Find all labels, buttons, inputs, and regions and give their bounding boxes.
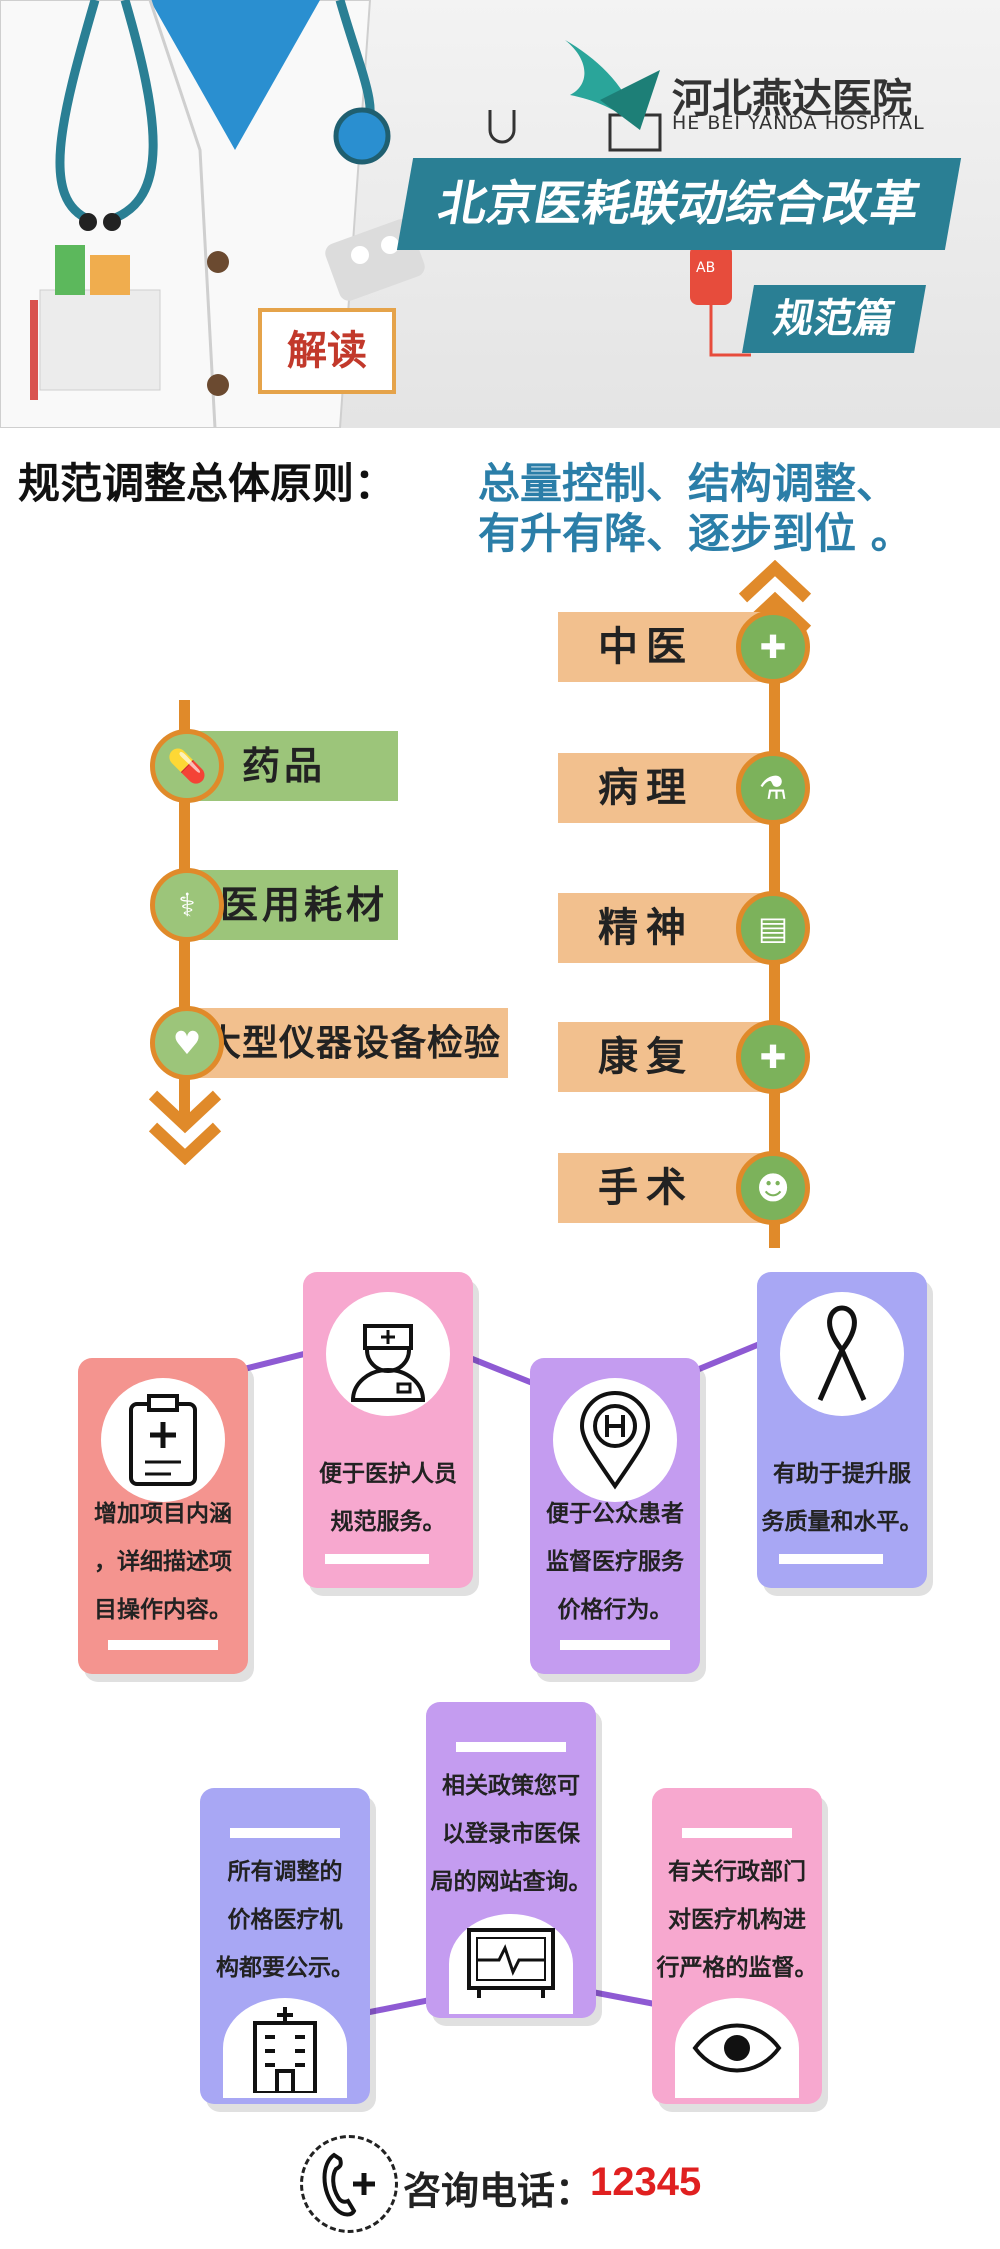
hospital-building-icon bbox=[223, 1998, 347, 2098]
card-text-line: 便于公众患者 bbox=[546, 1500, 684, 1527]
down-arrow-icon bbox=[148, 1090, 222, 1165]
card-text-line: 行严格的监督。 bbox=[656, 1954, 818, 1981]
card-text-line: 价格医疗机 bbox=[227, 1906, 343, 1933]
banner-title: 北京医耗联动综合改革 bbox=[396, 158, 962, 250]
phone-icon bbox=[300, 2135, 398, 2233]
clipboard-icon: ▤ bbox=[736, 891, 810, 965]
info-card: 相关政策您可 以登录市医保 局的网站查询。 bbox=[426, 1702, 596, 2018]
card-text-line: 局的网站查询。 bbox=[430, 1868, 592, 1895]
header-banner: AB 河北燕达医院 HE BEI YANDA HOSPITAL 北京医耗联动综合… bbox=[0, 0, 1000, 428]
increase-item-label: 康复 bbox=[558, 1022, 764, 1092]
monitor-icon bbox=[449, 1914, 573, 2014]
info-card: 有关行政部门 对医疗机构进 行严格的监督。 bbox=[652, 1788, 822, 2104]
card-text-line: 有关行政部门 bbox=[668, 1858, 806, 1885]
card-text-line: 所有调整的 bbox=[227, 1858, 343, 1885]
card-text-line: 构都要公示。 bbox=[216, 1954, 354, 1981]
increase-item-label: 病理 bbox=[558, 753, 764, 823]
contact-phone-number[interactable]: 12345 bbox=[590, 2160, 702, 2204]
card-text-line: 以登录市医保 bbox=[442, 1820, 580, 1847]
eye-icon bbox=[675, 1998, 799, 2098]
info-card: 增加项目内涵 ，详细描述项 目操作内容。 bbox=[78, 1358, 248, 1674]
card-text-line: 有助于提升服 bbox=[773, 1460, 911, 1487]
contact-label: 咨询电话： bbox=[403, 2168, 594, 2213]
card-text-line: 对医疗机构进 bbox=[668, 1906, 806, 1933]
card-underline bbox=[560, 1640, 670, 1650]
principle-label: 规范调整总体原则： bbox=[18, 459, 397, 508]
card-text-line: 相关政策您可 bbox=[442, 1772, 580, 1799]
card-text-line: 增加项目内涵 bbox=[94, 1500, 232, 1527]
card-text-line: 务质量和水平。 bbox=[761, 1508, 923, 1535]
hospital-english-name: HE BEI YANDA HOSPITAL bbox=[672, 112, 925, 134]
stethoscope-icon: ⚕ bbox=[150, 868, 224, 942]
decrease-item-label: 大型仪器设备检验 bbox=[180, 1008, 508, 1078]
read-label: 解读 bbox=[258, 308, 396, 394]
info-card: 便于公众患者 监督医疗服务 价格行为。 bbox=[530, 1358, 700, 1674]
medical-clipboard-icon bbox=[101, 1378, 225, 1502]
card-text-line: 规范服务。 bbox=[330, 1508, 446, 1535]
card-text-line: 目操作内容。 bbox=[94, 1596, 232, 1623]
increase-item-label: 手术 bbox=[558, 1153, 764, 1223]
surgeon-icon: ☻ bbox=[736, 1151, 810, 1225]
card-text-line: 监督医疗服务 bbox=[546, 1548, 684, 1575]
nurse-icon bbox=[326, 1292, 450, 1416]
ribbon-icon bbox=[780, 1292, 904, 1416]
pill-icon: 💊 bbox=[150, 729, 224, 803]
card-underline bbox=[682, 1828, 792, 1838]
principle-line-2: 有升有降、逐步到位 。 bbox=[478, 509, 913, 558]
info-card: 便于医护人员 规范服务。 bbox=[303, 1272, 473, 1588]
medicine-box-icon: ✚ bbox=[736, 610, 810, 684]
svg-text:AB: AB bbox=[696, 260, 715, 276]
info-card: 所有调整的 价格医疗机 构都要公示。 bbox=[200, 1788, 370, 2104]
plus-cross-icon: ✚ bbox=[736, 1020, 810, 1094]
info-card: 有助于提升服 务质量和水平。 bbox=[757, 1272, 927, 1588]
increase-item-label: 精神 bbox=[558, 893, 764, 963]
card-text-line: ，详细描述项 bbox=[94, 1548, 232, 1575]
hospital-pin-icon bbox=[553, 1378, 677, 1502]
flask-icon: ⚗ bbox=[736, 751, 810, 825]
hospital-name: 河北燕达医院 bbox=[672, 76, 912, 122]
doctor-coat-illustration: AB bbox=[0, 0, 751, 428]
card-underline bbox=[230, 1828, 340, 1838]
card-text-line: 便于医护人员 bbox=[319, 1460, 457, 1487]
card-underline bbox=[456, 1742, 566, 1752]
card-underline bbox=[108, 1640, 218, 1650]
principle-line-1: 总量控制、结构调整、 bbox=[478, 459, 899, 508]
card-text-line: 价格行为。 bbox=[557, 1596, 673, 1623]
heartbeat-icon: ♥ bbox=[150, 1006, 224, 1080]
banner-subtitle: 规范篇 bbox=[742, 285, 926, 353]
row1-connector-line bbox=[179, 1312, 832, 1414]
increase-item-label: 中医 bbox=[558, 612, 764, 682]
card-underline bbox=[779, 1554, 883, 1564]
card-underline bbox=[325, 1554, 429, 1564]
